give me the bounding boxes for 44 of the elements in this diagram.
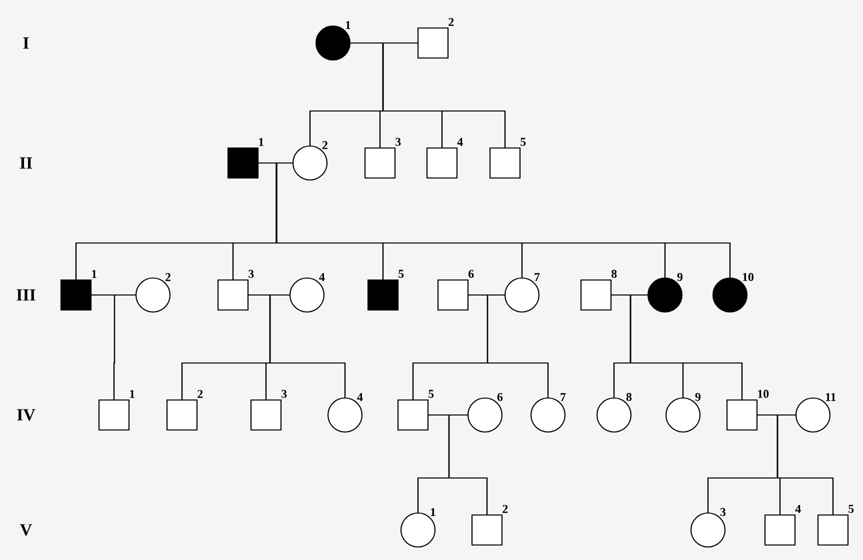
individual-number: 9: [677, 272, 683, 282]
descent-line: [448, 414, 488, 514]
individual-number: 10: [758, 390, 769, 398]
individual-number: 2: [198, 390, 203, 398]
descent-line: [382, 42, 506, 148]
individual-number: 8: [626, 392, 632, 402]
individual-number: 3: [282, 390, 287, 398]
individual-number: 9: [695, 392, 701, 402]
individual-number: 4: [457, 138, 463, 146]
individual-number: 5: [848, 504, 854, 513]
individual-number: 2: [322, 141, 328, 150]
individual-number: 4: [319, 273, 325, 282]
individual-number: 5: [428, 390, 434, 398]
individual-number: 6: [468, 270, 474, 278]
descent-line: [269, 294, 346, 398]
generation-numeral: I: [23, 37, 29, 49]
individual-number: 7: [560, 393, 566, 402]
descent-line: [776, 414, 834, 514]
descent-line: [113, 294, 136, 400]
individual-number: 1: [92, 270, 96, 278]
generation-numeral: II: [20, 157, 32, 169]
individual-number: 8: [612, 270, 617, 278]
individual-number: 5: [398, 270, 404, 278]
individual-number: 6: [497, 392, 503, 402]
individual-number: 1: [346, 21, 350, 30]
individual-number: 10: [742, 272, 754, 282]
individual-number: 5: [520, 138, 526, 146]
individual-number: 2: [165, 273, 170, 282]
generation-numeral: V: [20, 524, 32, 536]
individual-number: 2: [448, 18, 454, 26]
individual-number: 2: [502, 504, 508, 513]
individual-number: 3: [248, 270, 254, 278]
individual-number: 3: [396, 138, 401, 146]
individual-number: 3: [720, 508, 726, 516]
individual-number: 1: [430, 508, 436, 516]
descent-line: [486, 294, 549, 398]
individual-number: 4: [795, 505, 801, 513]
generation-numeral: III: [16, 289, 36, 301]
individual-number: 1: [130, 390, 134, 398]
individual-number: 4: [357, 393, 363, 402]
individual-number: 1: [259, 138, 264, 146]
individual-number: 11: [826, 393, 836, 402]
generation-numeral: IV: [17, 409, 36, 421]
individual-number: 7: [534, 273, 540, 282]
